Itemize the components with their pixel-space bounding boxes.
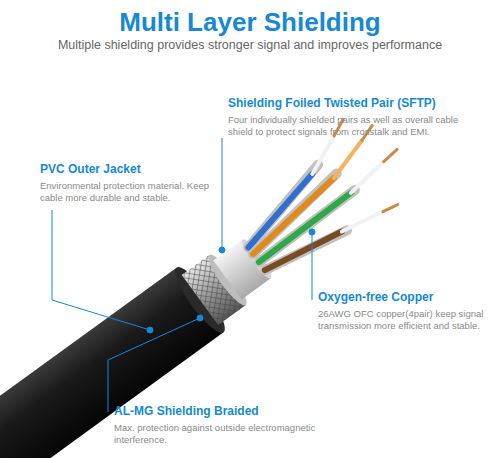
- callout-text: Max. protection against outside electrom…: [114, 422, 324, 446]
- leader-lines: [52, 138, 315, 412]
- callout-heading: Oxygen-free Copper: [318, 290, 498, 305]
- callout-text: Four individually shielded pairs as well…: [228, 114, 478, 138]
- title: Multi Layer Shielding: [0, 6, 500, 39]
- callout-text: 26AWG OFC copper(4pair) keep signal tran…: [318, 308, 496, 332]
- callout-text: Environmental protection material. Keep …: [40, 180, 230, 204]
- callout-heading: Shielding Foiled Twisted Pair (SFTP): [228, 96, 488, 111]
- subtitle: Multiple shielding provides stronger sig…: [0, 38, 500, 54]
- callout-heading: AL-MG Shielding Braided: [114, 404, 334, 419]
- callout-heading: PVC Outer Jacket: [40, 162, 240, 177]
